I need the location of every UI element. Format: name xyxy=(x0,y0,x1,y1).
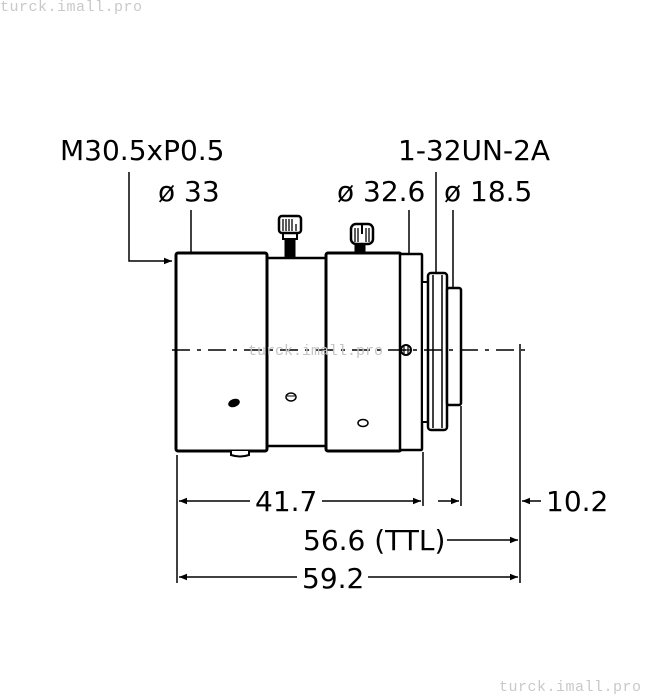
watermark-top: turck.imall.pro xyxy=(0,0,143,16)
screw-hole-middle xyxy=(285,392,297,402)
dim-ttl: 56.6 (TTL) xyxy=(303,524,445,557)
bottom-pin xyxy=(230,451,250,458)
label-dia-rear: ø 32.6 xyxy=(337,175,425,208)
watermark-bottom: turck.imall.pro xyxy=(499,679,642,696)
locking-screw-2 xyxy=(349,222,375,254)
watermark-center: turck.imall.pro xyxy=(248,343,383,360)
label-dia-front: ø 33 xyxy=(158,175,220,208)
screw-hole-front xyxy=(228,398,240,408)
dim-body-length: 41.7 xyxy=(255,485,317,518)
label-dia-mount: ø 18.5 xyxy=(444,175,532,208)
dim-flange-back: 10.2 xyxy=(546,485,608,518)
mount-thread xyxy=(426,271,449,432)
rear-protrusion xyxy=(445,286,463,407)
middle-section xyxy=(263,256,330,448)
dim-overall-length: 59.2 xyxy=(302,562,364,595)
label-thread-mount: 1-32UN-2A xyxy=(398,134,550,167)
locking-screw-1 xyxy=(277,214,303,259)
front-barrel xyxy=(174,251,269,453)
hole-rear xyxy=(357,418,369,428)
leader-thread-front xyxy=(128,172,172,265)
label-thread-front: M30.5xP0.5 xyxy=(60,134,225,167)
